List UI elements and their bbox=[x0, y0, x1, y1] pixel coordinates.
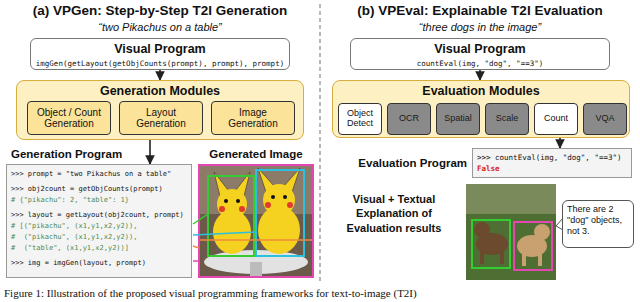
node-text: Spatial bbox=[444, 114, 472, 124]
dog-image bbox=[538, 252, 542, 266]
prompt-text: “two Pikachus on a table” bbox=[0, 21, 320, 33]
figure-label: Visual + Textual Explanation of Evaluati… bbox=[328, 192, 460, 235]
node-text: # ("table", (x1,y1,x2,y2))] bbox=[11, 243, 187, 254]
pikachu-image bbox=[263, 184, 295, 216]
module-box: VQA bbox=[583, 103, 627, 135]
dog-image bbox=[500, 250, 504, 264]
node-text: Visual Program bbox=[355, 42, 605, 56]
node-text: Object Detect bbox=[341, 109, 379, 129]
figure-label: Generated Image bbox=[198, 148, 314, 160]
pikachu-image bbox=[256, 170, 304, 256]
program-box: Visual Program imgGen(getLayout(getObjCou… bbox=[30, 38, 290, 70]
flow-arrow bbox=[479, 70, 481, 80]
node-text: Evaluation Modules bbox=[333, 84, 629, 98]
module-group: Evaluation ModulesObject Detect OCR Spatia… bbox=[332, 80, 630, 138]
dog-image bbox=[474, 222, 490, 238]
flow-arrow bbox=[559, 138, 561, 148]
program-heading: Evaluation Program bbox=[358, 157, 467, 169]
pikachu-image bbox=[271, 195, 275, 199]
program-heading: Generation Program bbox=[11, 148, 122, 160]
node-text: Scale bbox=[496, 114, 519, 124]
code-box: Generation Program>>> prompt = "two Pika… bbox=[6, 164, 192, 278]
node-text: OCR bbox=[399, 114, 419, 124]
panel-separator bbox=[319, 4, 320, 284]
module-box: OCR bbox=[387, 103, 431, 135]
node-text: >>> img = imgGen(layout, prompt) bbox=[11, 258, 187, 269]
node-text: >>> obj2count = getObjCounts(prompt) bbox=[11, 184, 187, 195]
dog-image bbox=[480, 250, 484, 264]
leader-lines bbox=[193, 246, 199, 248]
node-text: Layout Generation bbox=[122, 107, 200, 130]
node-text: There are 2 "dog" objects, not 3. bbox=[567, 204, 629, 236]
leader-lines bbox=[193, 232, 256, 235]
module-box: Count bbox=[534, 103, 578, 135]
node-text: # ("pikachu", (x1,y1,x2,y2)), bbox=[11, 232, 187, 243]
node-text: countEval(img, "dog", "==3") bbox=[355, 59, 605, 68]
leader-lines bbox=[193, 214, 256, 261]
node-text: False bbox=[477, 163, 627, 174]
node-text: VQA bbox=[595, 114, 614, 124]
pikachu-image bbox=[199, 240, 313, 277]
module-group: Generation ModulesObject / Count Generat… bbox=[16, 80, 304, 140]
dog-image bbox=[466, 184, 556, 280]
leader-lines bbox=[193, 260, 199, 262]
dog-image bbox=[472, 220, 510, 268]
dog-image bbox=[514, 222, 552, 270]
module-box: Layout Generation bbox=[119, 101, 203, 135]
pikachu-image bbox=[198, 164, 314, 278]
dog-image bbox=[522, 252, 526, 266]
dog-image bbox=[466, 184, 556, 214]
node-text: Visual Program bbox=[35, 42, 285, 56]
node-text: Count bbox=[544, 114, 568, 124]
speech-bubble: There are 2 "dog" objects, not 3. bbox=[562, 200, 634, 248]
node-text: Generation Modules bbox=[17, 84, 303, 98]
node-text: # {"pikachu": 2, "table": 1} bbox=[11, 195, 187, 206]
pikachu-image bbox=[217, 189, 247, 219]
pikachu-image bbox=[239, 206, 245, 212]
pikachu-image bbox=[236, 199, 240, 203]
node-text: imgGen(getLayout(getObjCounts(prompt), p… bbox=[35, 59, 285, 68]
panel-title: (b) VPEval: Explainable T2I Evaluation bbox=[320, 3, 640, 18]
module-box: Image Generation bbox=[211, 101, 295, 135]
pikachu-image bbox=[219, 206, 225, 212]
flow-arrow bbox=[159, 70, 161, 80]
module-box: Object / Count Generation bbox=[27, 101, 111, 135]
pikachu-image bbox=[198, 164, 314, 278]
code-box: Evaluation Program>>> countEval(img, "do… bbox=[472, 148, 632, 178]
node-text: Object / Count Generation bbox=[30, 107, 108, 130]
leader-lines bbox=[193, 214, 208, 224]
node-text: # [("pikachu", (x1,y1,x2,y2)), bbox=[11, 221, 187, 232]
node-text: >>> prompt = "two Pikachus on a table" bbox=[11, 169, 187, 180]
module-box: Object Detect bbox=[338, 103, 382, 135]
prompt-text: “three dogs in the image” bbox=[320, 21, 640, 33]
module-box: Scale bbox=[485, 103, 529, 135]
module-box: Spatial bbox=[436, 103, 480, 135]
pikachu-image bbox=[265, 202, 271, 208]
dog-image bbox=[466, 184, 556, 280]
panel-title: (a) VPGen: Step-by-Step T2I Generation bbox=[0, 3, 320, 18]
pikachu-image bbox=[208, 176, 254, 256]
node-text: >>> layout = getLayout(obj2count, prompt… bbox=[11, 210, 187, 221]
pikachu-image bbox=[283, 195, 287, 199]
pikachu-image bbox=[250, 262, 262, 278]
dog-image bbox=[534, 224, 550, 240]
pikachu-image bbox=[224, 199, 228, 203]
pikachu-image bbox=[199, 165, 313, 277]
flow-arrow bbox=[149, 140, 151, 164]
node-text: >>> countEval(img, "dog", "==3") bbox=[477, 152, 627, 163]
pikachu-image bbox=[287, 202, 293, 208]
program-box: Visual Program countEval(img, "dog", "==3… bbox=[350, 38, 610, 70]
figure-caption: Figure 1: Illustration of the proposed v… bbox=[4, 287, 417, 299]
node-text: Image Generation bbox=[214, 107, 292, 130]
